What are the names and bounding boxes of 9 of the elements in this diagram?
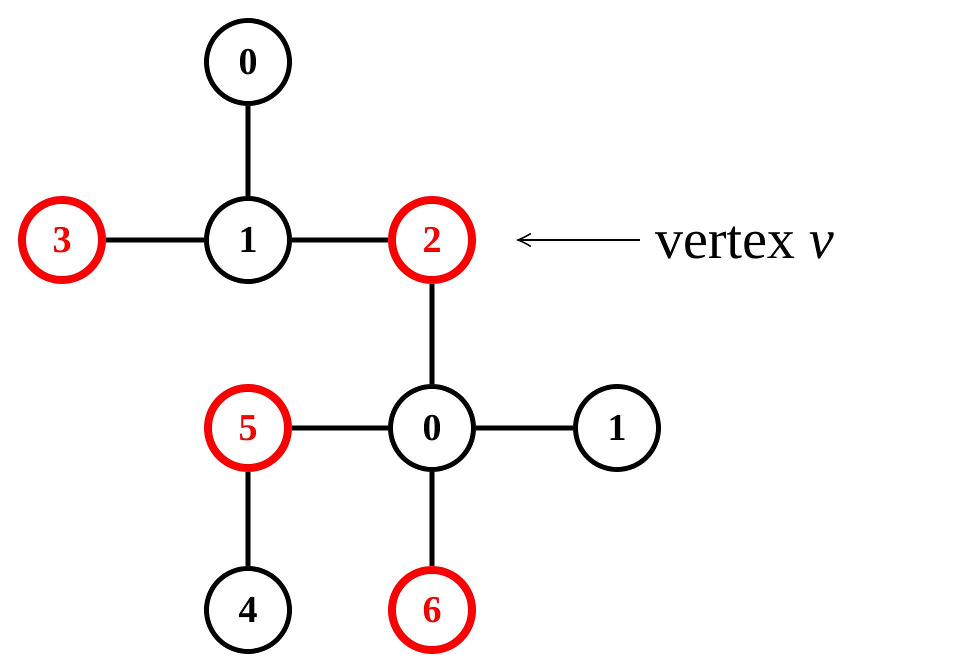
- vertex-annotation: vertex v: [655, 205, 955, 275]
- graph-edge: [430, 472, 434, 566]
- graph-edge: [292, 426, 388, 430]
- graph-edge: [430, 284, 434, 384]
- graph-edge: [246, 106, 250, 196]
- graph-edge: [246, 472, 250, 566]
- graph-edge: [476, 426, 573, 430]
- graph-edge: [292, 238, 388, 242]
- graph-edge: [106, 238, 204, 242]
